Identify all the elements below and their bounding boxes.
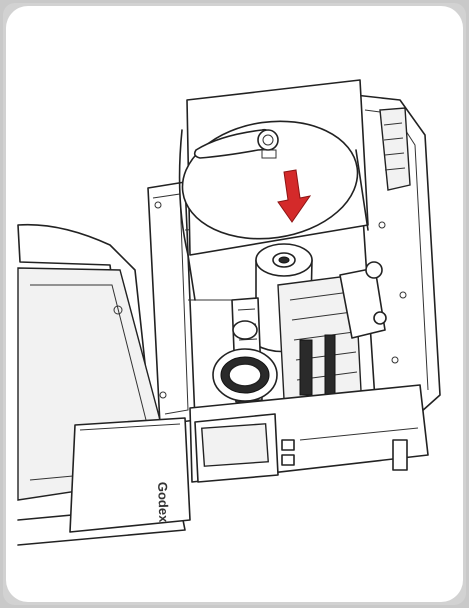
front-cover: Godex (69, 417, 191, 533)
insert-direction-arrow (277, 169, 312, 223)
illustration-card: Godex (6, 6, 463, 602)
rewind-spindle (212, 297, 278, 403)
print-head-assembly (277, 261, 387, 419)
control-panel (189, 384, 429, 483)
godex-logo: Godex (155, 482, 171, 524)
printer-ribbon-loading-illustration: Godex (17, 79, 441, 546)
ribbon-roll (178, 79, 369, 301)
